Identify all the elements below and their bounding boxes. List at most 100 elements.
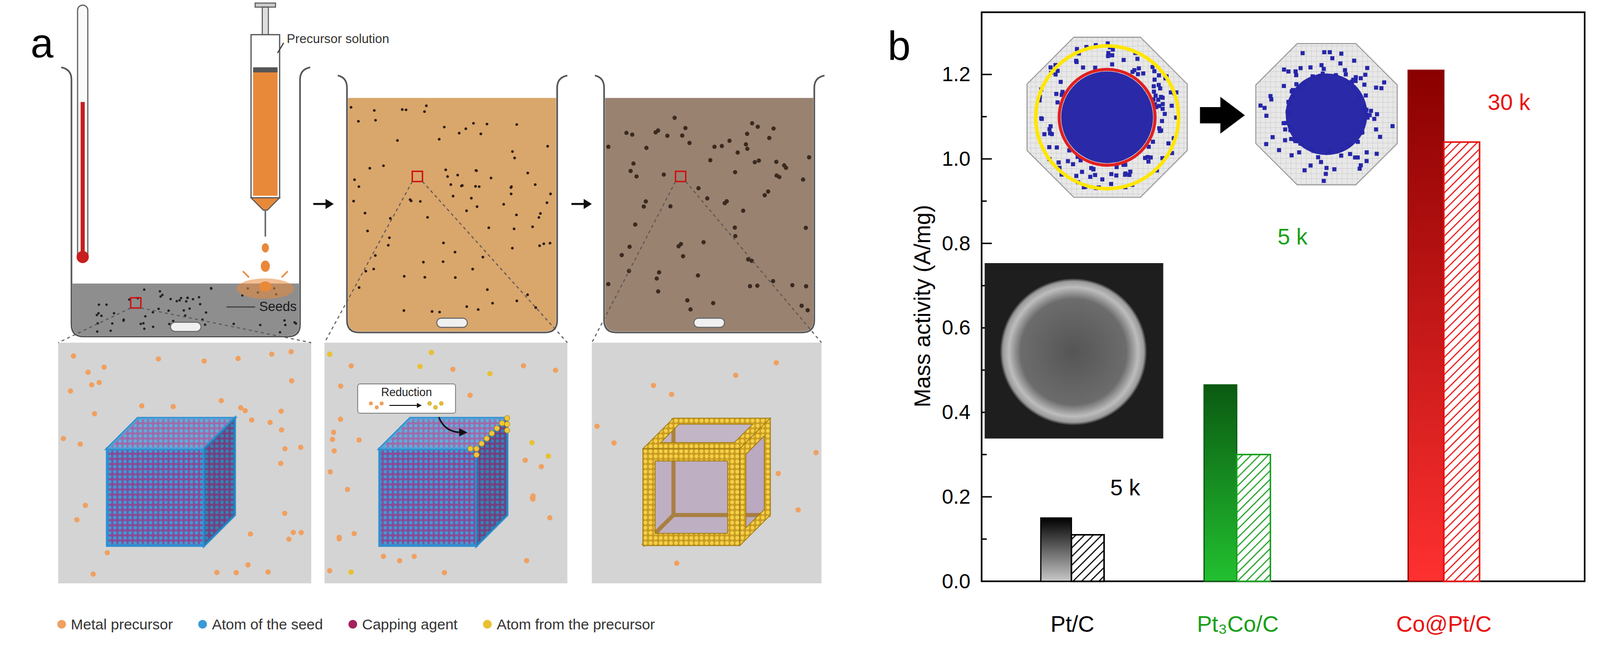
cobalt-atom bbox=[1152, 68, 1157, 73]
bar-label: 5 k bbox=[1110, 475, 1141, 501]
particle-dot bbox=[418, 200, 422, 203]
cobalt-atom bbox=[1302, 81, 1307, 86]
legend-swatch bbox=[57, 619, 67, 629]
particle-dot bbox=[423, 110, 426, 113]
nanoparticle-model bbox=[1061, 71, 1154, 164]
precursor-dot bbox=[650, 383, 657, 389]
precursor-dot bbox=[60, 435, 67, 442]
particle-dot bbox=[705, 196, 710, 201]
leader-line bbox=[277, 43, 284, 54]
seed-dot bbox=[182, 309, 185, 312]
seed-dot bbox=[100, 314, 103, 318]
particle-dot bbox=[548, 241, 551, 245]
cobalt-atom bbox=[1308, 163, 1313, 168]
precursor-dot bbox=[201, 358, 207, 365]
seed-cube bbox=[504, 415, 510, 422]
thermometer bbox=[76, 4, 89, 264]
seed-dot bbox=[186, 297, 189, 300]
syringe bbox=[236, 2, 295, 299]
panel-letter: a bbox=[30, 20, 54, 66]
chart-frame bbox=[981, 454, 987, 456]
particle-dot bbox=[732, 233, 738, 239]
syringe bbox=[254, 2, 276, 7]
seed-dot bbox=[97, 312, 100, 315]
precursor-dot bbox=[278, 427, 285, 434]
particle-dot bbox=[402, 274, 406, 278]
particle-dot bbox=[754, 283, 760, 289]
precursor-dot bbox=[238, 405, 244, 411]
chart-frame bbox=[981, 242, 992, 245]
seed-cube bbox=[379, 449, 477, 547]
seed-dot bbox=[197, 296, 201, 299]
bar bbox=[1204, 385, 1237, 582]
particle-dot bbox=[485, 288, 489, 292]
seed-cube bbox=[494, 425, 500, 432]
seed-dot bbox=[105, 303, 108, 306]
cobalt-atom bbox=[1160, 118, 1165, 123]
cobalt-atom bbox=[1100, 177, 1105, 182]
seed-dot bbox=[284, 323, 287, 327]
precursor-dot bbox=[70, 353, 77, 359]
cobalt-atom bbox=[1286, 99, 1291, 104]
particle-dot bbox=[453, 251, 457, 254]
precursor-dot bbox=[74, 517, 80, 523]
leader-line bbox=[226, 306, 255, 308]
precursor-dot bbox=[286, 536, 292, 543]
cobalt-atom bbox=[1054, 91, 1059, 96]
particle-dot bbox=[676, 244, 681, 249]
seed-cube bbox=[107, 449, 205, 547]
particle-dot bbox=[762, 193, 767, 198]
precursor-dot bbox=[269, 351, 275, 358]
particle-dot bbox=[479, 132, 482, 136]
seed-cube bbox=[479, 441, 485, 447]
particle-dot bbox=[606, 282, 611, 287]
particle-dot bbox=[790, 283, 795, 288]
cobalt-atom bbox=[1293, 69, 1298, 74]
particle-dot bbox=[644, 145, 649, 151]
particle-dot bbox=[542, 242, 546, 246]
precursor-atom bbox=[529, 440, 535, 446]
precursor-atom bbox=[417, 364, 423, 370]
particle-dot bbox=[745, 131, 750, 137]
cobalt-atom bbox=[1364, 150, 1369, 155]
seed-cube bbox=[476, 418, 508, 547]
particle-dot bbox=[402, 309, 406, 312]
zoom-line bbox=[422, 181, 568, 343]
precursor-dot bbox=[338, 383, 344, 389]
particle-dot bbox=[474, 184, 477, 188]
tick-label: 0.2 bbox=[941, 485, 971, 509]
precursor-dot bbox=[336, 534, 343, 541]
particle-dot bbox=[425, 104, 428, 108]
cobalt-atom bbox=[1136, 71, 1141, 76]
cobalt-atom bbox=[1281, 84, 1286, 89]
seed-dot bbox=[167, 309, 170, 313]
cobalt-atom bbox=[1039, 116, 1044, 121]
category-label: Pt₃Co/C bbox=[1196, 612, 1279, 638]
particle-dot bbox=[732, 170, 738, 175]
precursor-dot bbox=[101, 364, 107, 370]
nanoframe-cube bbox=[642, 418, 771, 547]
seed-cube bbox=[499, 420, 505, 427]
cobalt-atom bbox=[1121, 57, 1126, 62]
particle-dot bbox=[396, 138, 399, 142]
seed-dot bbox=[199, 303, 202, 306]
particle-dot bbox=[537, 216, 541, 219]
particle-dot bbox=[515, 213, 518, 217]
reduction-box: Reduction bbox=[357, 383, 457, 414]
particle-dot bbox=[373, 254, 377, 257]
precursor-dot bbox=[85, 369, 92, 376]
tick-label: 0.8 bbox=[941, 232, 971, 255]
particle-dot bbox=[502, 203, 505, 206]
cobalt-atom bbox=[1110, 53, 1115, 58]
particle-dot bbox=[767, 136, 772, 141]
particle-dot bbox=[438, 310, 441, 314]
reduction-icon bbox=[389, 405, 418, 407]
seed-dot bbox=[113, 312, 116, 315]
cobalt-atom bbox=[1136, 66, 1141, 71]
particle-dot bbox=[656, 289, 661, 294]
legend-swatch bbox=[198, 619, 207, 629]
nanoframe-cube bbox=[642, 418, 771, 547]
legend-item: Atom of the seed bbox=[198, 616, 323, 633]
precursor-dot bbox=[281, 510, 288, 517]
